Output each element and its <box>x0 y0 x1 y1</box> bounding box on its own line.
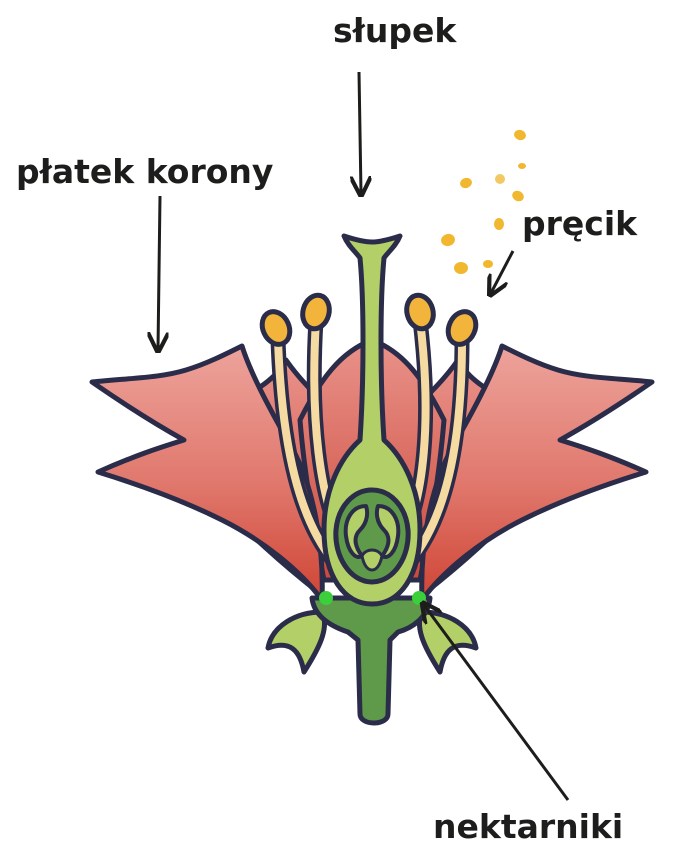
arrow-petal <box>158 196 160 349</box>
nectary-right <box>412 591 426 605</box>
anther-3 <box>403 292 437 332</box>
label-stamen: pręcik <box>522 207 637 240</box>
arrow-pistil <box>359 72 361 193</box>
label-pistil: słupek <box>333 14 456 47</box>
anther-2 <box>299 292 333 332</box>
ovary-center <box>362 550 382 570</box>
arrow-stamen <box>491 251 513 293</box>
sepal-left <box>268 612 325 672</box>
anther-1 <box>257 307 295 349</box>
nectary-left <box>319 591 333 605</box>
receptacle <box>312 598 430 723</box>
anther-4 <box>443 307 481 349</box>
arrow-nectaries <box>424 605 568 800</box>
pollen <box>440 128 528 274</box>
label-petal: płatek korony <box>16 155 273 188</box>
label-nectaries: nektarniki <box>433 810 623 843</box>
